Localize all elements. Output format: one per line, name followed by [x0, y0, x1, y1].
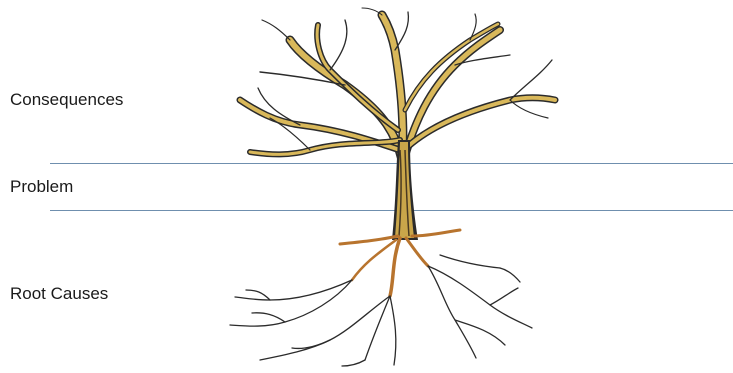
tree-canopy-branches: [240, 8, 555, 160]
underground-roots: [230, 255, 532, 366]
tree-trunk: [392, 140, 418, 240]
surface-roots: [340, 230, 460, 296]
